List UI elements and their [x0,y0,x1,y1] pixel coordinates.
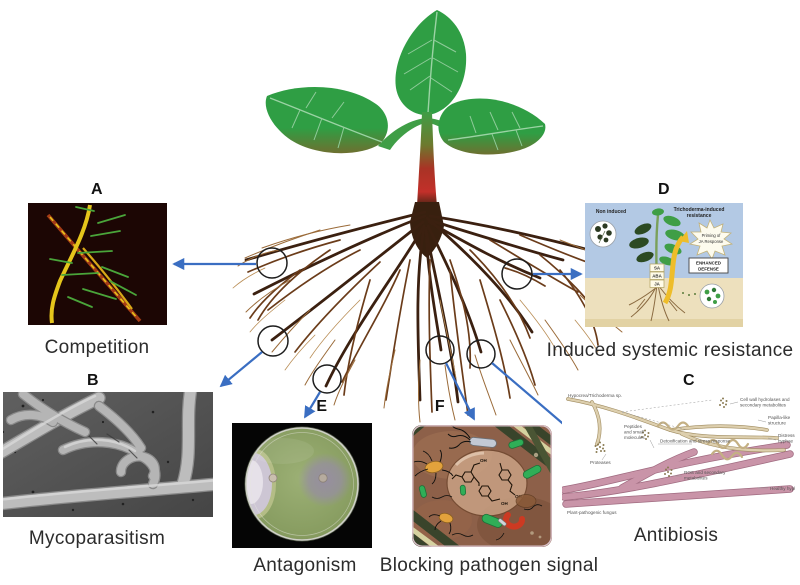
svg-text:and small: and small [624,430,644,435]
panel-e-image [232,423,372,548]
bacteria [413,425,543,541]
highlight-circle-blocking [425,335,455,365]
panel-letter-a: A [90,181,104,198]
caption-induced-systemic-resistance: Induced systemic resistance [546,340,794,361]
panel-letter-c: C [682,372,696,389]
caption-antibiosis: Antibiosis [633,525,719,546]
panel-d-roots [628,284,686,322]
svg-text:resistance: resistance [687,213,712,219]
label-trichoderma-induced: Trichoderma-induced [674,207,725,213]
signal-molecule-bubble: OH OH OH [446,449,528,517]
panel-f-image: OH OH OH [412,425,552,547]
root-highlight-circles [256,247,533,394]
svg-text:secondary metabolites: secondary metabolites [740,403,787,408]
svg-text:SA: SA [654,266,661,271]
panel-c-image: Hypocrea/Trichoderma sp. Cell wall hydro… [562,392,795,518]
secretion-clusters [594,397,728,477]
highlight-circle-mycoparasitism [257,325,289,357]
panel-letter-b: B [86,372,100,389]
arrow-to-panel-b [219,351,263,388]
highlight-circle-competition [256,247,288,279]
highlight-circle-antibiosis [466,339,496,369]
highlight-circle-isr [501,258,533,290]
panel-letter-f: F [434,398,446,415]
highlight-circle-antagonism [312,364,342,394]
trichoderma-spores-circle [682,283,725,309]
svg-text:hyphae: hyphae [778,439,794,444]
svg-text:Proteases: Proteases [590,460,611,465]
panel-letter-d: D [657,181,671,198]
priming-text: Priming of [702,233,722,238]
caption-competition: Competition [44,337,150,358]
svg-text:Peptides: Peptides [624,424,643,429]
svg-text:OH: OH [480,458,487,463]
svg-text:ENHANCED: ENHANCED [696,261,721,266]
priming-starburst: Priming of JA Response [688,219,734,260]
connector-arrows [172,257,584,442]
panel-letter-e: E [316,398,328,415]
caption-blocking-pathogen-signal: Blocking pathogen signal [379,555,599,576]
panel-a-image [28,203,167,325]
svg-text:Cell wall hydrolases and: Cell wall hydrolases and [740,397,790,402]
enhanced-defense-box: ENHANCED DEFENSE [688,257,729,274]
svg-text:ROS and secondary: ROS and secondary [684,470,726,475]
svg-text:Papilla-like: Papilla-like [768,415,791,420]
svg-text:Detoxification and stress resp: Detoxification and stress response [660,439,731,444]
svg-text:structure: structure [768,421,786,426]
svg-text:Distressed: Distressed [778,433,795,438]
root-system [232,202,641,423]
svg-text:OH: OH [501,501,508,506]
svg-text:DEFENSE: DEFENSE [698,267,719,272]
svg-text:metabolites: metabolites [684,476,708,481]
panel-d-image: Non induced Trichoderma-induced resistan… [585,203,743,327]
label-trichoderma-sp: Hypocrea/Trichoderma sp. [568,393,622,398]
svg-text:Healthy hypha: Healthy hypha [770,486,795,491]
panel-d-plant [629,208,685,282]
svg-text:Plant-pathogenic fungus: Plant-pathogenic fungus [567,510,617,515]
arrow-to-panel-e [304,391,321,419]
priming-arrow [662,235,686,305]
plant-stem [417,112,437,206]
hormone-boxes: SA ABA JA [649,263,665,288]
caption-mycoparasitism: Mycoparasitism [28,528,166,549]
svg-text:ABA: ABA [652,274,662,279]
panel-b-image [3,392,213,517]
non-induced-spores-circle [589,220,617,248]
plant-leaves [265,10,546,155]
caption-antagonism: Antagonism [253,555,357,576]
svg-text:JA Response: JA Response [699,239,724,244]
svg-text:JA: JA [654,282,660,287]
label-non-induced: Non induced [596,209,626,215]
svg-text:molecules: molecules [624,435,645,440]
arrow-to-panel-f [445,362,475,421]
